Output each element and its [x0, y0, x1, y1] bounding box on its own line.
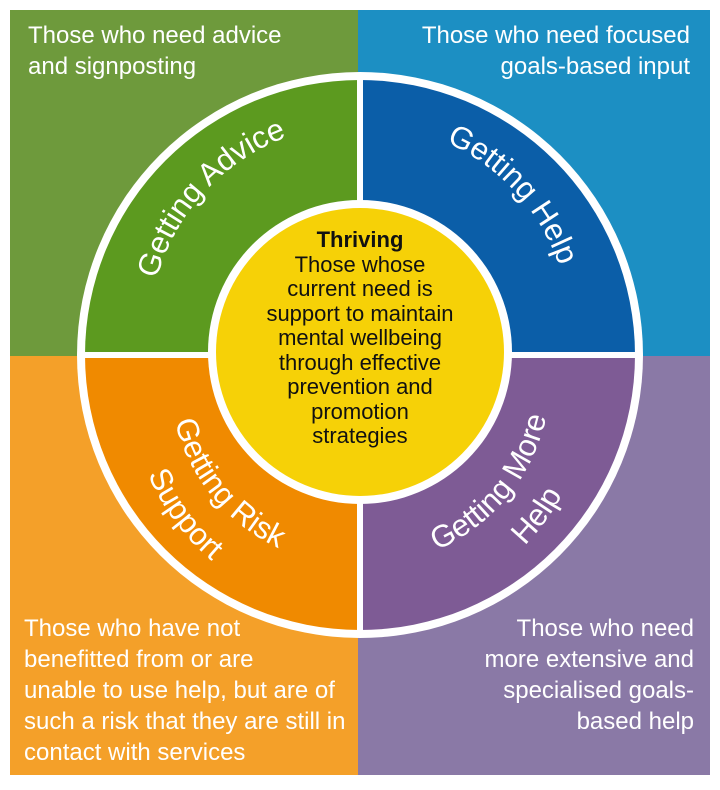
quadrant-more-help-description: Those who need more extensive and specia… — [485, 613, 694, 737]
description-line: benefitted from or are — [24, 646, 254, 673]
center-title: Thriving — [316, 227, 404, 252]
center-line: through effective — [278, 349, 442, 375]
quadrant-risk-support-description: Those who have not benefitted from or ar… — [24, 613, 345, 768]
quadrant-advice-description: Those who need advice and signposting — [28, 20, 282, 82]
description-line: and signposting — [28, 53, 197, 80]
center-circle-thriving — [216, 208, 504, 496]
description-line: Those who need focused — [421, 22, 690, 49]
description-line: goals-based input — [500, 53, 690, 80]
description-line: specialised goals- — [503, 677, 694, 704]
center-line: current need is — [287, 276, 433, 301]
description-line: Those who need advice — [28, 22, 282, 49]
description-line: such a risk that they are still in — [24, 708, 346, 735]
description-line: based help — [576, 708, 694, 735]
description-line: more extensive and — [484, 646, 694, 673]
center-line: prevention and — [287, 374, 433, 399]
description-line: Those who have not — [24, 615, 241, 642]
description-line: Those who need — [516, 615, 694, 642]
center-line: support to maintain — [266, 300, 454, 326]
center-line: Those whose — [294, 251, 426, 277]
description-line: unable to use help, but are of — [24, 677, 335, 704]
center-line: promotion — [311, 398, 409, 424]
center-line: strategies — [312, 423, 408, 448]
center-line: mental wellbeing — [278, 325, 442, 350]
center-thriving-text: Thriving Those whose current need is sup… — [230, 227, 490, 449]
quadrant-help-description: Those who need focused goals-based input — [422, 20, 690, 82]
description-line: contact with services — [24, 739, 246, 766]
